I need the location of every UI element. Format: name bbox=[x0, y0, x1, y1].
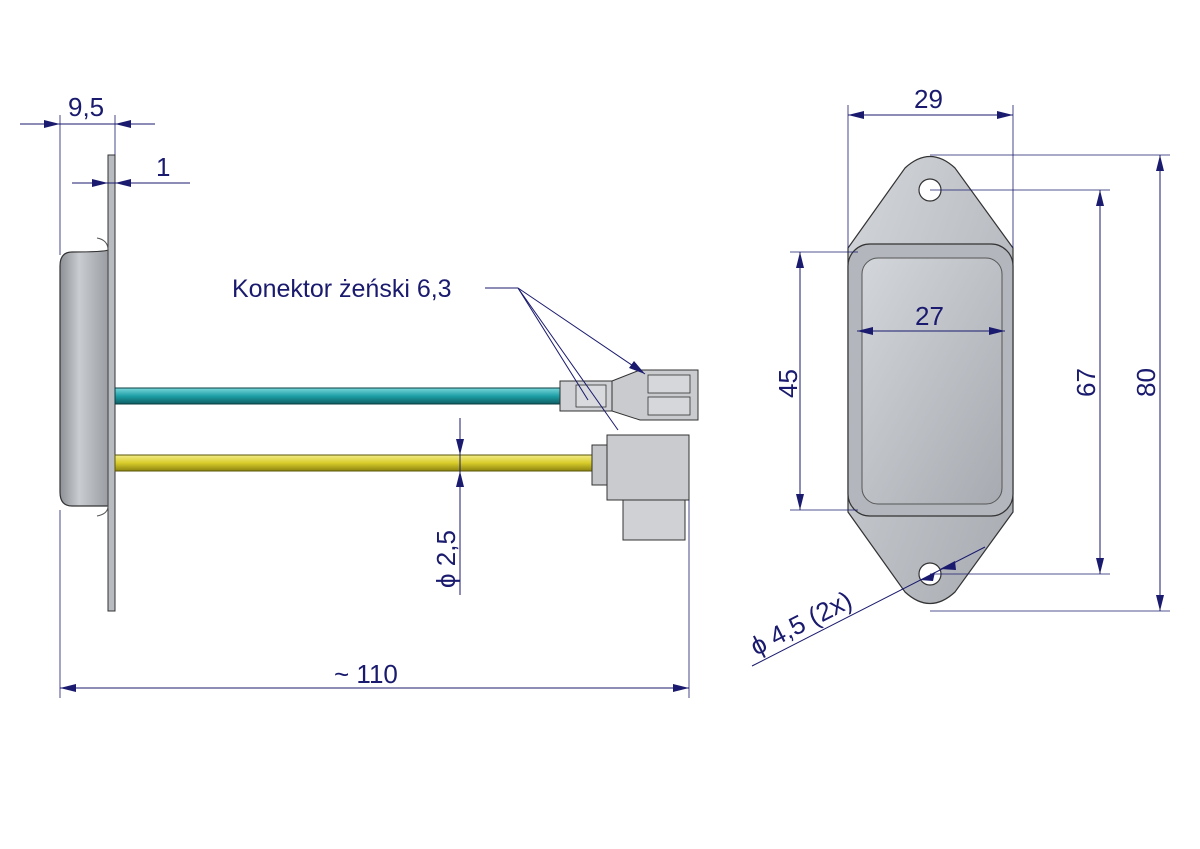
dim-width-inner: 27 bbox=[915, 301, 944, 331]
mounting-plate bbox=[107, 154, 116, 612]
wire-teal bbox=[114, 387, 576, 405]
dim-wire-diameter: ϕ 2,5 bbox=[431, 530, 461, 588]
angled-connector bbox=[591, 434, 690, 541]
front-view bbox=[847, 155, 1014, 605]
front-body-inner bbox=[861, 257, 1003, 505]
dim-plate-thickness: 1 bbox=[156, 152, 170, 182]
dim-flange-thickness: 9,5 bbox=[68, 92, 104, 122]
dim-height-total: 80 bbox=[1131, 368, 1161, 397]
dim-total-length: ~ 110 bbox=[334, 659, 398, 689]
dim-width-outer: 29 bbox=[914, 84, 943, 114]
female-connector bbox=[559, 369, 699, 421]
wire-yellow bbox=[114, 454, 596, 472]
connector-label: Konektor żeński 6,3 bbox=[232, 275, 452, 303]
dim-hole-spacing: 67 bbox=[1071, 368, 1101, 397]
housing-rim bbox=[96, 237, 109, 517]
side-view bbox=[59, 154, 699, 612]
housing-body bbox=[59, 249, 109, 507]
dim-height-inner: 45 bbox=[773, 369, 803, 398]
dim-hole-diameter: ϕ 4,5 (2x) bbox=[745, 585, 857, 662]
